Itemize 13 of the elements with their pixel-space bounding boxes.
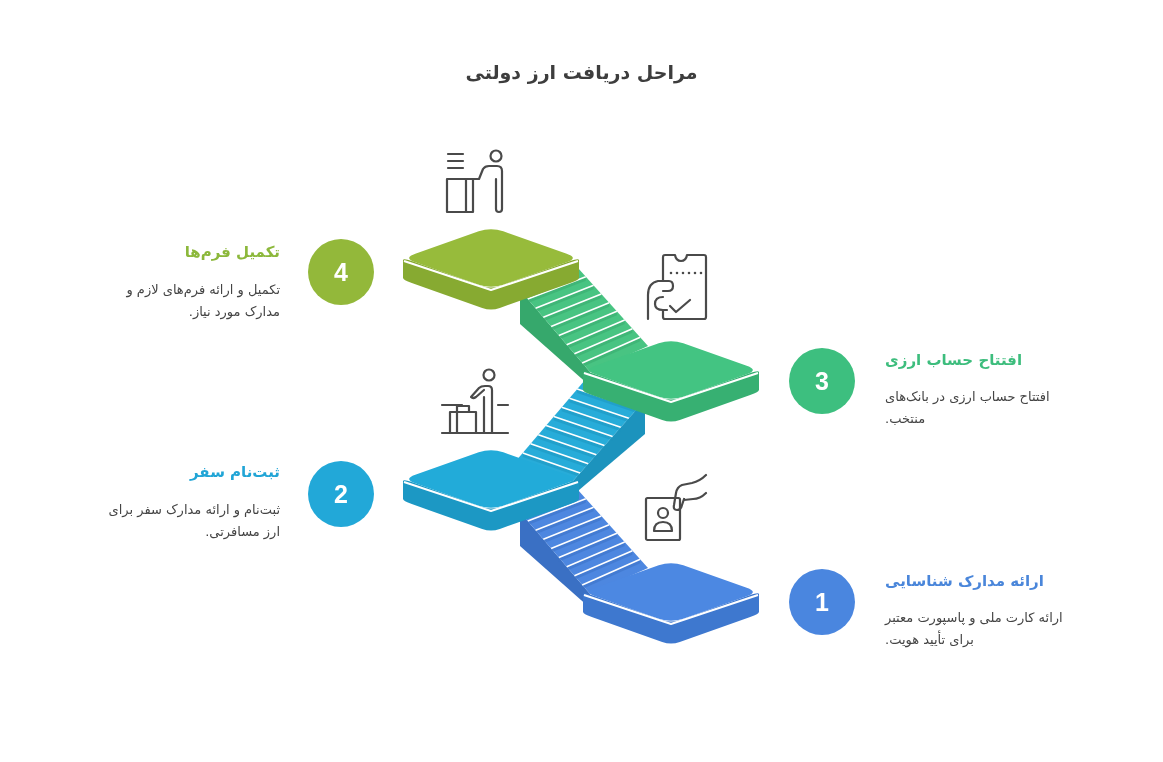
step-number-circle: 4 (308, 239, 374, 305)
step-number-circle: 3 (789, 348, 855, 414)
step-description: افتتاح حساب ارزی در بانک‌های منتخب. (885, 388, 1051, 428)
step-number-circle: 1 (789, 569, 855, 635)
step-description: ارائه کارت ملی و پاسپورت معتبر برای تأیید هویت. (885, 609, 1064, 650)
step-heading: افتتاح حساب ارزی (885, 350, 1023, 371)
step-heading: ثبت‌نام سفر (190, 462, 280, 483)
step-description: تکمیل و ارائه فرم‌های لازم و مدارک مورد نیاز. (125, 281, 280, 322)
step-description: ثبت‌نام و ارائه مدارک سفر برای ارز مسافرتی. (107, 501, 280, 542)
diagram-title: مراحل دریافت ارز دولتی (465, 61, 698, 83)
step-number-circle: 2 (308, 461, 374, 527)
step-heading: تکمیل فرم‌ها (184, 242, 280, 263)
step-heading: ارائه مدارک شناسایی (885, 571, 1044, 592)
